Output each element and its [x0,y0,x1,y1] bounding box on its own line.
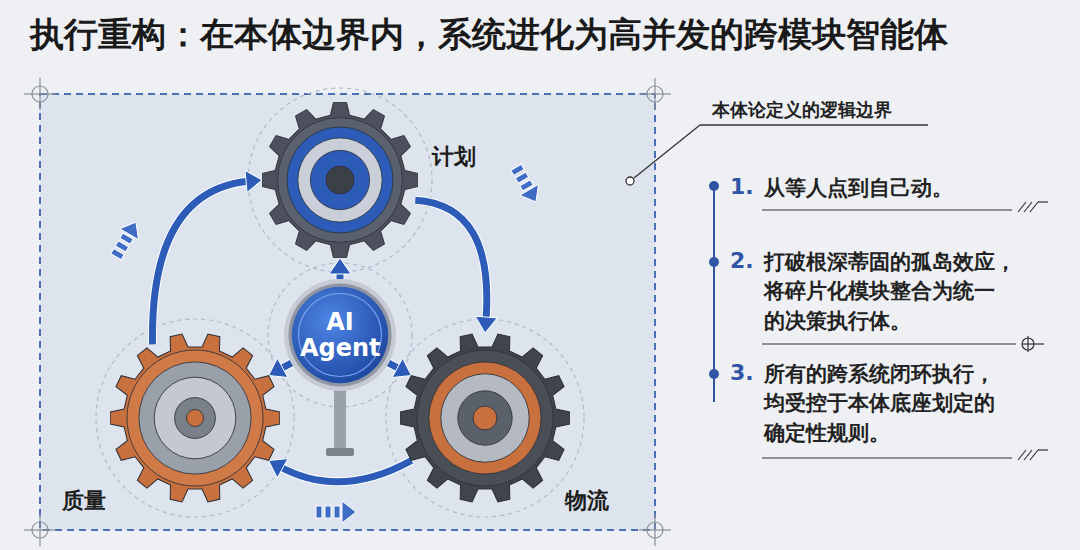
item-text: 所有的跨系统闭环执行， 均受控于本体底座划定的 确定性规则。 [764,360,1019,448]
corner-crosshairs [24,78,671,546]
callout-text: 本体论定义的逻辑边界 [712,97,892,122]
item-text: 打破根深蒂固的孤岛效应， 将碎片化模块整合为统一 的决策执行体。 [764,248,1019,336]
boundary-box [40,94,655,530]
flow-connector [389,358,412,377]
gear-node: 计划 [262,102,418,258]
gear-shape [400,333,570,503]
flow-connector [269,358,292,377]
flow-connector [269,459,412,482]
agent-label: AI Agent [300,309,380,362]
module-label: 质量 [62,488,106,514]
gear-node: 物流 [400,333,570,503]
gear-shape [262,102,418,258]
flow-connector [415,200,497,333]
callout-number: 1. [730,172,754,203]
guide-circles [96,88,584,517]
timeline [709,181,719,402]
shaft-rod [334,385,346,453]
callout-number: 3. [730,358,754,389]
item-underlines [762,202,1048,460]
title: 执行重构：在本体边界内，系统进化为高并发的跨模块智能体 [30,12,1060,56]
flow-connector [152,171,262,345]
callout-number: 2. [730,246,754,277]
gear-node: 质量 [110,333,280,503]
gear-shape [110,333,280,503]
item-text: 从等人点到自己动。 [764,174,1024,203]
agent-hub: AI Agent [284,279,396,391]
module-label: 计划 [432,144,476,170]
module-label: 物流 [565,488,609,514]
shaft-foot [326,448,354,456]
flow-connector [329,258,351,279]
